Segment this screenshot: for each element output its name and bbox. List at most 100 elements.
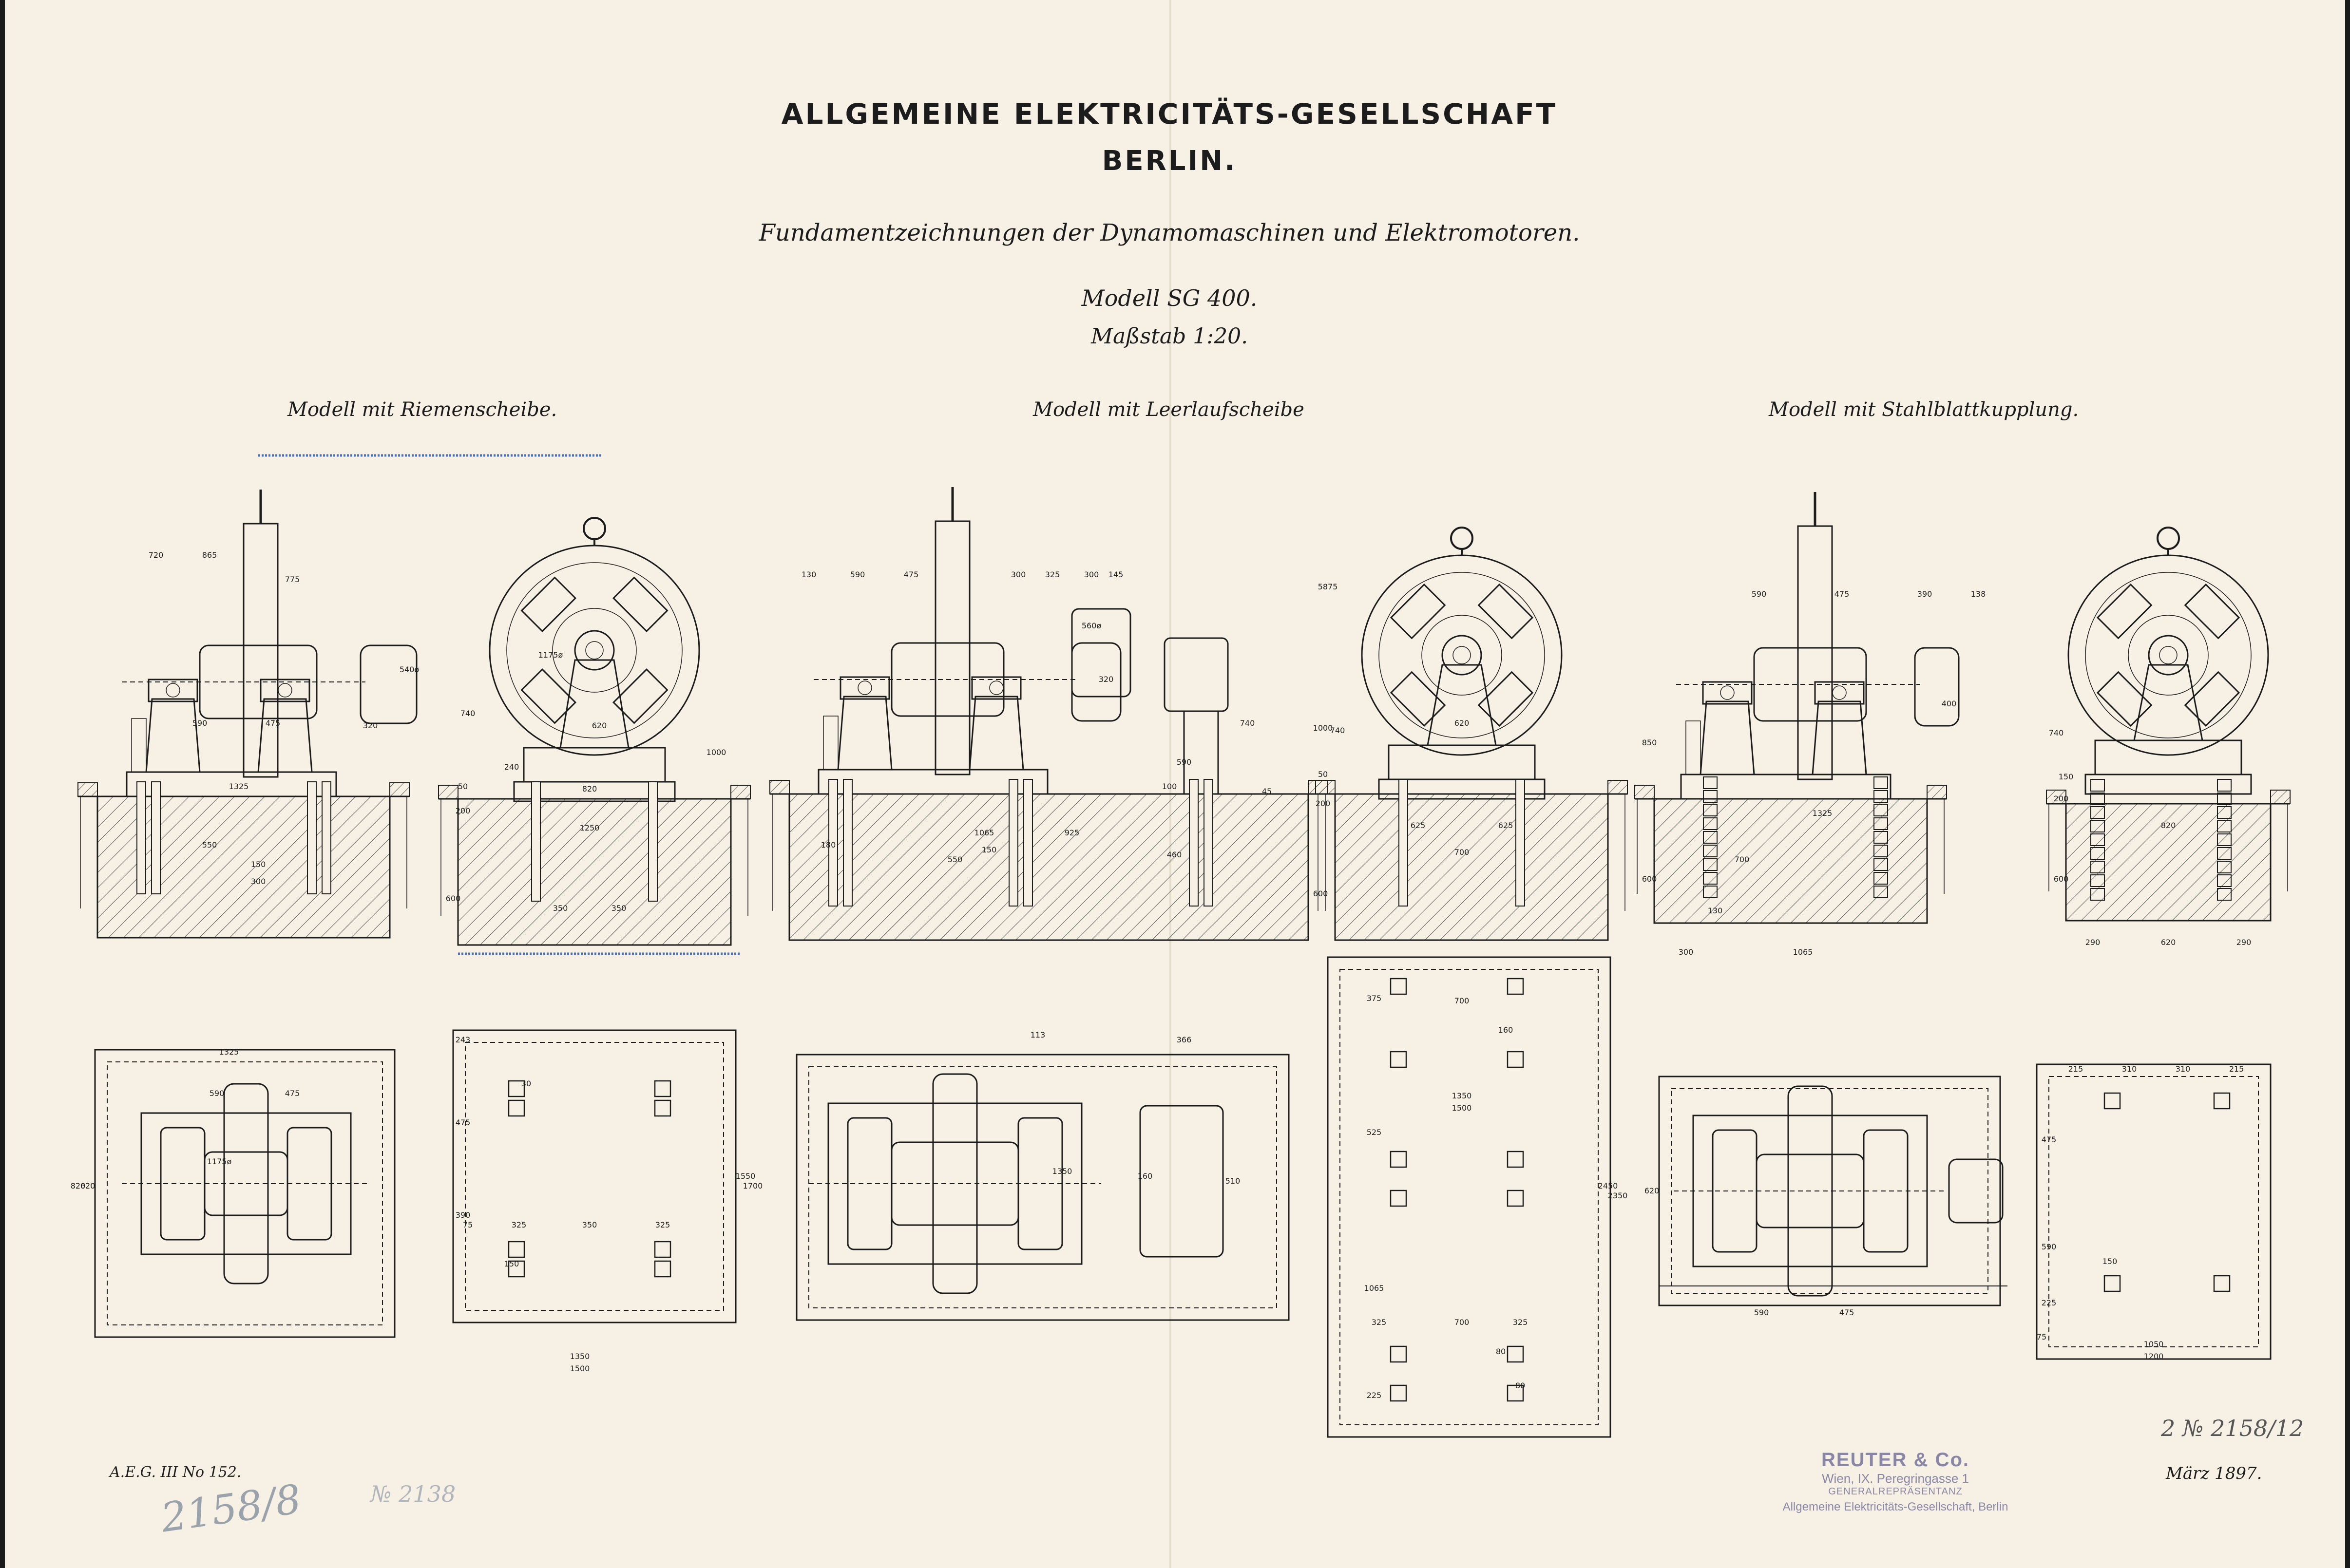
dimension-label: 320 (363, 721, 378, 730)
dimension-label: 5875 (1318, 582, 1338, 591)
dimension-label: 700 (1735, 855, 1750, 864)
dimension-label: 325 (512, 1220, 527, 1229)
dimension-label: 45 (1262, 787, 1272, 796)
dimension-label: 75 (2037, 1332, 2046, 1341)
dimension-label: 820 (2161, 821, 2176, 830)
dimension-label: 243 (456, 1035, 471, 1044)
dimension-label: 1200 (2144, 1352, 2164, 1361)
dimension-label: 1500 (570, 1364, 590, 1373)
dimension-label: 138 (1971, 589, 1986, 599)
dimension-label: 400 (1942, 699, 1957, 708)
dimension-label: 475 (904, 570, 919, 579)
dimension-label: 80 (1496, 1347, 1506, 1356)
dimension-label: 620 (2161, 938, 2176, 947)
dimension-label: 290 (2236, 938, 2252, 947)
dimension-label: 620 (592, 721, 607, 730)
dimension-label: 590 (192, 718, 208, 728)
dimension-label: 1325 (1813, 809, 1833, 818)
dimension-label: 1065 (974, 828, 994, 837)
dimension-label: 180 (821, 840, 836, 850)
section-title-leerlaufscheibe: Modell mit Leerlaufscheibe (1033, 398, 1304, 421)
dimension-label: 350 (611, 904, 627, 913)
city-title: BERLIN. (1102, 145, 1237, 177)
dimension-label: 1050 (2144, 1340, 2164, 1349)
dimension-label: 1175ø (207, 1157, 232, 1166)
dimension-label: 160 (1138, 1171, 1153, 1181)
dimension-label: 590 (850, 570, 865, 579)
foundation-s1-side (457, 798, 732, 946)
company-title: ALLGEMEINE ELEKTRICITÄTS-GESELLSCHAFT (781, 97, 1558, 131)
foundation-s2-side (1334, 793, 1609, 941)
dimension-label: 320 (1099, 675, 1114, 684)
dimension-label: 1550 (736, 1171, 756, 1181)
dimension-label: 50 (1318, 770, 1328, 779)
dimension-label: 300 (251, 877, 266, 886)
model-label: Modell SG 400. (1081, 285, 1258, 311)
dimension-label: 820 (582, 784, 597, 793)
drawing-date: März 1897. (2166, 1464, 2262, 1483)
dimension-label: 150 (251, 860, 266, 869)
dimension-label: 740 (1330, 726, 1345, 735)
dimension-label: 1000 (707, 748, 726, 757)
pencil-note-faint: № 2138 (370, 1481, 456, 1507)
dimension-label: 130 (802, 570, 817, 579)
foundation-s3-front (1653, 798, 1928, 924)
dimension-label: 2450 (1598, 1181, 1618, 1190)
dimension-label: 590 (1754, 1308, 1769, 1317)
dimension-label: 350 (553, 904, 568, 913)
dimension-label: 366 (1177, 1035, 1192, 1044)
dimension-label: 540ø (400, 665, 420, 674)
dimension-label: 720 (149, 550, 164, 560)
right-edge (2345, 0, 2350, 1568)
dimension-label: 550 (948, 855, 963, 864)
dimension-label: 1325 (219, 1047, 239, 1057)
dimension-label: 475 (1839, 1308, 1854, 1317)
dimension-label: 740 (1240, 718, 1255, 728)
dimension-label: 1250 (580, 823, 600, 832)
dimension-label: 510 (1225, 1176, 1241, 1186)
dimension-label: 240 (504, 762, 519, 772)
dimension-label: 325 (1513, 1318, 1528, 1327)
dimension-label: 1350 (1452, 1091, 1472, 1100)
dimension-label: 300 (1679, 947, 1694, 957)
dimension-label: 375 (1367, 994, 1382, 1003)
dimension-label: 215 (2229, 1064, 2244, 1074)
dimension-label: 600 (1642, 874, 1657, 884)
dimension-label: 600 (446, 894, 461, 903)
dimension-label: 525 (1367, 1128, 1382, 1137)
stamp-role: GENERALREPRÄSENTANZ (1828, 1486, 1963, 1497)
dimension-label: 100 (1162, 782, 1177, 791)
dimension-label: 600 (1313, 889, 1328, 898)
dimension-label: 1325 (229, 782, 249, 791)
dimension-label: 625 (1498, 821, 1513, 830)
stamp-company: Allgemeine Elektricitäts-Gesellschaft, B… (1782, 1500, 2008, 1513)
dimension-label: 310 (2176, 1064, 2191, 1074)
dimension-label: 475 (266, 718, 281, 728)
dimension-label: 150 (2059, 772, 2074, 781)
dimension-label: 590 (1752, 589, 1767, 599)
dimension-label: 700 (1454, 1318, 1470, 1327)
foundation-s3-side (2065, 803, 2272, 922)
dimension-label: 700 (1454, 848, 1470, 857)
dimension-label: 300 (1084, 570, 1099, 579)
sheet-fold (1169, 0, 1171, 1568)
dimension-label: 225 (2042, 1298, 2057, 1307)
scale-label: Maßstab 1:20. (1090, 324, 1248, 349)
section-title-stahlblattkupplung: Modell mit Stahlblattkupplung. (1769, 398, 2079, 421)
dimension-label: 1500 (1452, 1103, 1472, 1113)
dimension-label: 620 (80, 1181, 96, 1190)
dimension-label: 50 (458, 782, 468, 791)
dimension-label: 600 (2054, 874, 2069, 884)
dimension-label: 925 (1065, 828, 1080, 837)
dimension-label: 590 (2042, 1242, 2057, 1251)
dimension-label: 740 (460, 709, 476, 718)
dimension-label: 150 (2102, 1257, 2118, 1266)
dimension-label: 160 (1498, 1025, 1513, 1035)
dimension-label: 2350 (1608, 1191, 1628, 1200)
dimension-label: 325 (655, 1220, 670, 1229)
dimension-label: 325 (1372, 1318, 1387, 1327)
dimension-label: 350 (582, 1220, 597, 1229)
